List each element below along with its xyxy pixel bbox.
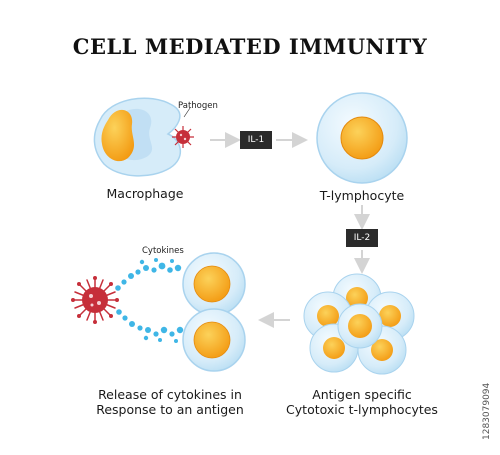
releasing-cells [182, 252, 246, 372]
cytokines-label: Cytokines [142, 246, 184, 256]
il1-tag: IL-1 [240, 131, 272, 149]
watermark-id-text: 1283079094 [482, 382, 492, 440]
release-caption: Release of cytokines in Response to an a… [70, 387, 270, 417]
t-lymphocyte-label: T-lymphocyte [319, 188, 405, 203]
release-caption-line1: Release of cytokines in [98, 387, 242, 402]
cytotoxic-caption: Antigen specific Cytotoxic t-lymphocytes [280, 387, 444, 417]
release-caption-line2: Response to an antigen [96, 402, 244, 417]
cytotoxic-caption-line1: Antigen specific [312, 387, 412, 402]
cytotoxic-caption-line2: Cytotoxic t-lymphocytes [286, 402, 438, 417]
pathogen-small-icon [172, 126, 194, 148]
macrophage-cell [93, 97, 181, 177]
cytokine-dots [115, 258, 184, 343]
pathogen-pointer [183, 107, 191, 118]
antigen-pathogen-icon [71, 276, 119, 324]
macrophage-label: Macrophage [106, 186, 184, 201]
pathogen-label: Pathogen [178, 101, 218, 111]
il2-tag: IL-2 [346, 229, 378, 247]
cytotoxic-cell-cluster [303, 273, 415, 375]
t-lymphocyte-cell [316, 92, 408, 184]
diagram-title: CELL MEDIATED IMMUNITY [72, 34, 428, 59]
watermark-id: 1283079094 [482, 290, 496, 450]
